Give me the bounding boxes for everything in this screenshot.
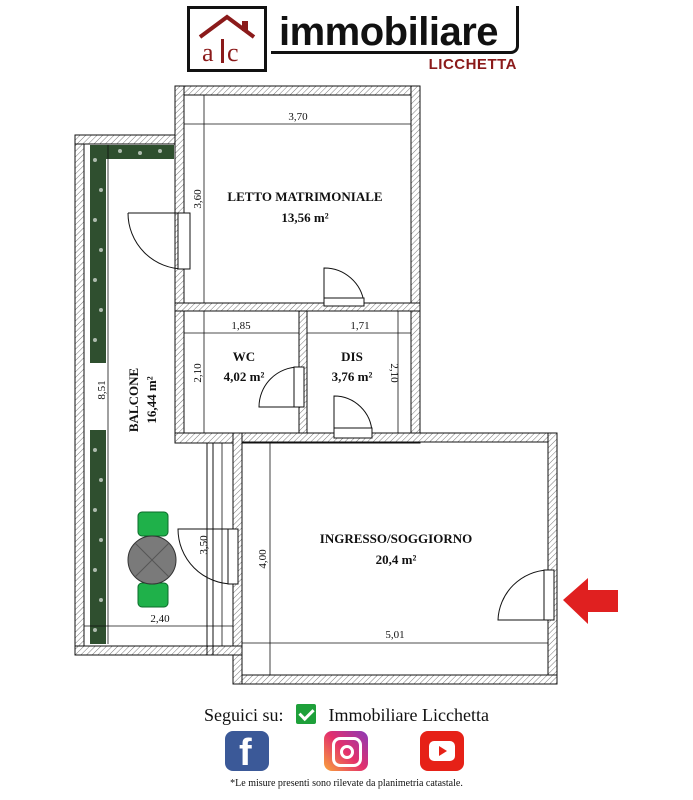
wc-name: WC	[233, 349, 255, 364]
wc-area: 4,02 m²	[224, 369, 265, 384]
svg-text:c: c	[227, 38, 239, 67]
facebook-icon[interactable]: f	[225, 731, 269, 773]
wc-width: 1,85	[231, 320, 251, 332]
balcony-table-icon	[127, 511, 177, 608]
bedroom-name: LETTO MATRIMONIALE	[227, 189, 382, 204]
svg-text:a: a	[202, 38, 214, 67]
house-logo-icon: a c	[187, 6, 267, 72]
dis-area: 3,76 m²	[332, 369, 373, 384]
dis-name: DIS	[341, 349, 363, 364]
brand-logo: a c immobiliare LICCHETTA	[187, 6, 523, 76]
youtube-icon[interactable]	[420, 731, 464, 771]
logo-frame	[271, 6, 519, 54]
living-area: 20,4 m²	[376, 552, 417, 567]
dis-depth: 2,10	[388, 363, 400, 383]
wc-depth: 2,10	[192, 363, 204, 383]
doors	[127, 212, 555, 621]
instagram-icon[interactable]	[324, 731, 368, 771]
brand-subtitle: LICCHETTA	[428, 56, 517, 73]
dis-width: 1,71	[350, 320, 369, 332]
balcony-name: BALCONE	[126, 368, 141, 432]
bedroom-depth: 3,60	[192, 189, 204, 209]
living-width: 5,01	[385, 629, 404, 641]
dimension-lines	[84, 95, 548, 675]
balcony-area: 16,44 m²	[144, 376, 159, 423]
page-name: Immobiliare Licchetta	[328, 705, 489, 725]
bedroom-width: 3,70	[288, 111, 308, 123]
floor-plan: 3,70 3,60 1,85 1,71 2,10 2,10 8,51 2,40 …	[74, 85, 618, 685]
balcony-width: 2,40	[150, 613, 170, 625]
follow-label: Seguici su:	[204, 705, 284, 725]
living-depth: 4,00	[257, 549, 269, 569]
bedroom-area: 13,56 m²	[281, 210, 328, 225]
checkmark-icon	[296, 704, 317, 724]
balcony-length: 8,51	[96, 380, 108, 399]
brand-name: immobiliare	[279, 10, 499, 54]
footnote: *Le misure presenti sono rilevate da pla…	[230, 778, 463, 789]
entrance-arrow-icon	[563, 578, 618, 624]
balcony-section: 3,50	[198, 535, 210, 555]
social-follow-line: Seguici su: Immobiliare Licchetta	[0, 704, 693, 726]
living-name: INGRESSO/SOGGIORNO	[320, 531, 472, 546]
